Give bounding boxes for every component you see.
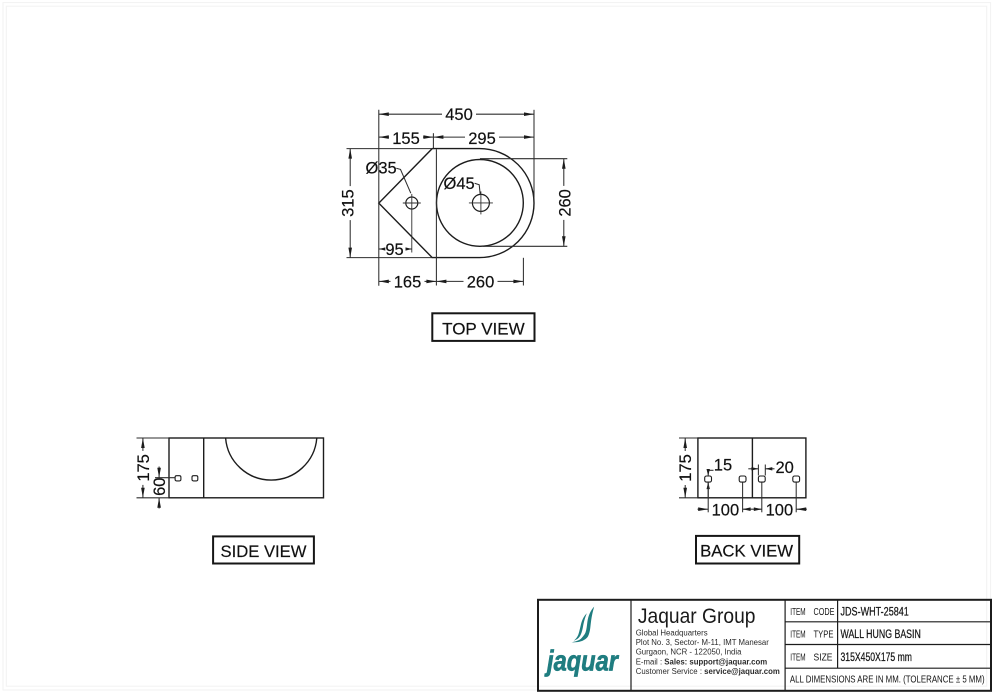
svg-text:315: 315 — [340, 189, 358, 217]
svg-text:E-mail : Sales: support@jaquar: E-mail : Sales: support@jaquar.com — [636, 657, 768, 666]
svg-text:295: 295 — [468, 130, 496, 148]
svg-text:165: 165 — [394, 273, 422, 291]
svg-text:155: 155 — [392, 130, 420, 148]
svg-text:100: 100 — [712, 501, 740, 519]
svg-text:CODE: CODE — [814, 607, 835, 618]
svg-text:JDS-WHT-25841: JDS-WHT-25841 — [841, 604, 909, 618]
svg-text:315X450X175 mm: 315X450X175 mm — [841, 650, 913, 664]
svg-text:SIDE VIEW: SIDE VIEW — [221, 542, 307, 561]
svg-text:SIZE: SIZE — [814, 653, 833, 664]
svg-text:TOP VIEW: TOP VIEW — [442, 319, 525, 338]
svg-text:Global Headquarters: Global Headquarters — [636, 629, 708, 638]
svg-text:ITEM: ITEM — [790, 630, 805, 641]
svg-text:BACK VIEW: BACK VIEW — [700, 541, 793, 560]
svg-text:Plot No. 3, Sector- M-11, IMT: Plot No. 3, Sector- M-11, IMT Manesar — [636, 638, 770, 647]
svg-text:Gurgaon, NCR - 122050, India: Gurgaon, NCR - 122050, India — [636, 647, 742, 656]
svg-text:ITEM: ITEM — [790, 653, 805, 664]
svg-text:450: 450 — [445, 106, 473, 124]
svg-text:175: 175 — [677, 454, 695, 482]
svg-text:WALL HUNG BASIN: WALL HUNG BASIN — [841, 627, 921, 641]
svg-text:260: 260 — [467, 273, 495, 291]
svg-text:100: 100 — [766, 501, 794, 519]
svg-text:Customer Service : service@jaq: Customer Service : service@jaquar.com — [636, 667, 780, 676]
svg-text:20: 20 — [776, 459, 794, 477]
svg-text:ALL DIMENSIONS ARE IN MM. (TOL: ALL DIMENSIONS ARE IN MM. (TOLERANCE ± 5… — [790, 673, 985, 685]
svg-text:Jaquar Group: Jaquar Group — [638, 605, 756, 628]
svg-text:Ø45: Ø45 — [444, 175, 475, 193]
svg-text:jaquar: jaquar — [544, 646, 620, 678]
svg-text:15: 15 — [714, 456, 732, 474]
svg-text:95: 95 — [385, 241, 403, 259]
svg-text:ITEM: ITEM — [790, 607, 805, 618]
svg-text:Ø35: Ø35 — [366, 160, 397, 178]
svg-text:175: 175 — [135, 454, 153, 482]
svg-text:60: 60 — [151, 478, 169, 496]
svg-text:260: 260 — [556, 189, 574, 217]
svg-text:TYPE: TYPE — [814, 630, 834, 641]
